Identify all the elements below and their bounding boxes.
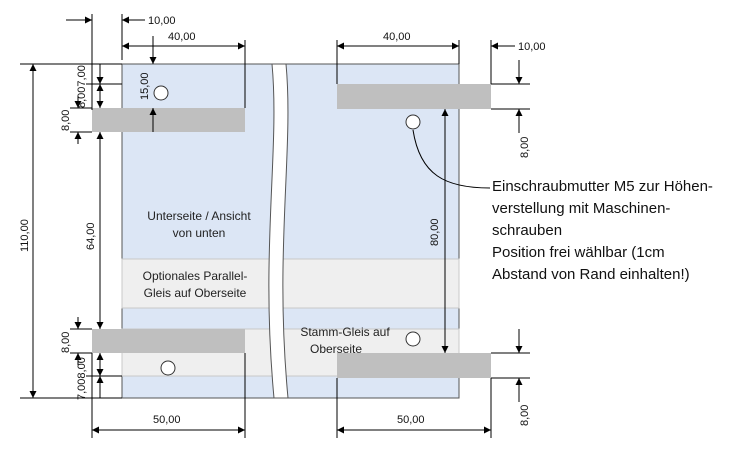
dim-label-8-left-top: 8,00 [60,110,72,131]
label-main-track-line1: Stamm-Gleis auf [300,325,390,339]
label-main-track-line2: Oberseite [310,342,362,356]
dimension-10-top-right [490,40,515,84]
dim-label-8-right-top: 8,00 [519,137,531,158]
dim-label-40-top-right: 40,00 [383,31,411,43]
dimension-8-right-top [491,60,530,133]
nut-hole-top-right [405,114,421,130]
dim-label-8-7-top: 8,007,00 [76,65,88,108]
bar-bottom-right [337,353,491,378]
note-line-5: Abstand von Rand einhalten!) [492,266,690,283]
label-parallel-line2: Gleis auf Oberseite [144,286,247,300]
curved-slot [268,63,289,399]
nut-annotation-note: Einschraubmutter M5 zur Höhen- verstellu… [492,176,740,286]
nut-hole-bottom-left [160,360,176,376]
label-underside-line2: von unten [173,226,226,240]
note-line-4: Position frei wählbar (1cm [492,244,665,261]
dimension-40-top-right [336,40,460,84]
bar-bottom-left [92,329,245,353]
dim-label-7-8-bottom: 7,008,00 [76,357,88,400]
label-parallel-line1: Optionales Parallel- [143,269,248,283]
nut-hole-top-left [153,85,169,101]
note-line-3: schrauben [492,222,563,239]
note-leader-line [412,129,491,189]
dim-label-64: 64,00 [85,222,97,250]
dimension-110 [20,63,122,399]
note-line-1: Einschraubmutter M5 zur Höhen- [492,178,713,195]
dim-label-15: 15,00 [139,72,151,100]
dim-label-40-top-left: 40,00 [168,31,196,43]
dim-label-10-top-right: 10,00 [518,41,546,53]
dimension-50-left [91,353,246,438]
dim-label-50-right: 50,00 [397,414,425,426]
dimension-40-top-left [122,40,246,108]
dim-label-110: 110,00 [19,219,31,252]
bar-top-left [92,108,245,132]
nut-hole-bottom-right [405,331,421,347]
dim-label-80: 80,00 [429,218,441,246]
parallel-track-strip [121,258,460,309]
bar-top-right [337,84,491,109]
label-underside-line1: Unterseite / Ansicht [147,209,251,223]
dim-label-10-top-left: 10,00 [148,15,176,27]
dim-label-8-right-bottom: 8,00 [519,405,531,426]
dimension-left-chain [70,64,122,398]
dimension-50-right [336,378,492,438]
dim-label-8-left-bottom: 8,00 [60,332,72,353]
dim-label-50-left: 50,00 [153,414,181,426]
dimension-10-top-left [66,14,145,110]
dimension-8-right-bottom [491,329,530,402]
note-line-2: verstellung mit Maschinen- [492,200,671,217]
